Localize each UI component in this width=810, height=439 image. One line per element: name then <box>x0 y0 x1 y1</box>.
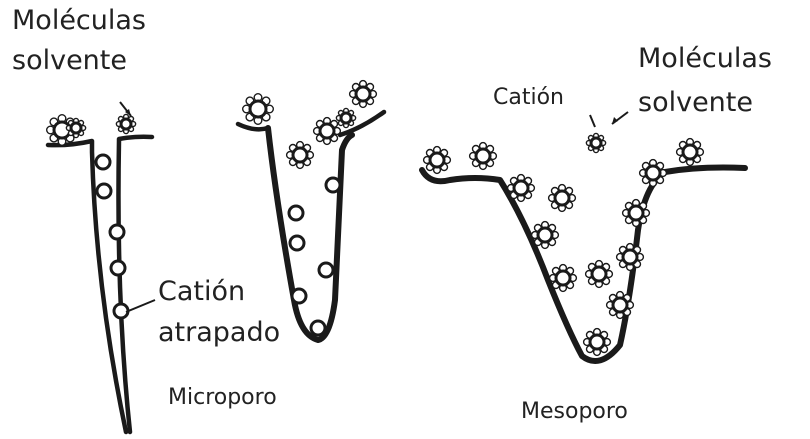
solvated-cation-4 <box>287 142 314 169</box>
cation-3 <box>110 225 124 239</box>
label-trapped-line2: atrapado <box>158 316 280 350</box>
micropore-v <box>238 112 384 340</box>
cation-7 <box>289 206 303 220</box>
solvated-cation-8 <box>424 147 451 174</box>
cation-1 <box>96 155 110 169</box>
solvated-cation-10 <box>508 175 535 202</box>
solvated-cation-5 <box>314 118 341 145</box>
label-trapped-line1: Catión <box>158 275 245 309</box>
cation-11 <box>311 321 325 335</box>
solvated-cation-19 <box>607 292 634 319</box>
cation-core <box>341 113 351 123</box>
ions-layer <box>47 81 704 356</box>
micropore-v-left-rim <box>238 124 268 129</box>
micropore-narrow <box>48 137 152 432</box>
solvated-cation-3 <box>243 94 274 125</box>
label-cation: Catión <box>493 84 564 112</box>
cation-core <box>71 123 81 133</box>
solvated-cation-22 <box>66 118 85 137</box>
cation-core <box>590 335 604 349</box>
label-micropore: Microporo <box>168 384 277 412</box>
solvated-cation-15 <box>623 200 650 227</box>
cation-8 <box>290 236 304 250</box>
mesopore-wall <box>422 168 745 362</box>
solvated-cation-9 <box>470 143 497 170</box>
solvated-cation-7 <box>586 133 605 152</box>
label-solvent-left-line1: Moléculas <box>12 4 146 38</box>
cation-core <box>250 101 266 117</box>
solvated-cation-2 <box>116 114 135 133</box>
label-solvent-right-line1: Moléculas <box>638 42 772 76</box>
label-solvent-right-line2: solvente <box>638 86 753 120</box>
micropore-narrow-left-wall <box>48 141 126 432</box>
cation-core <box>555 191 569 205</box>
cation-core <box>356 87 370 101</box>
solvated-cation-12 <box>532 222 559 249</box>
solvated-cation-17 <box>550 265 577 292</box>
mesopore <box>422 168 745 362</box>
solvated-cation-21 <box>336 108 355 127</box>
cation-core <box>476 149 490 163</box>
micropore-narrow-right-rim <box>119 137 152 139</box>
cation-core <box>556 271 570 285</box>
cation-core <box>538 228 552 242</box>
cation-9 <box>319 263 333 277</box>
cation-core <box>514 181 528 195</box>
cation-core <box>646 166 660 180</box>
solvated-cation-11 <box>549 185 576 212</box>
cation-2 <box>97 184 111 198</box>
cation-core <box>591 138 601 148</box>
label-mesopore: Mesoporo <box>521 398 628 426</box>
cation-core <box>629 206 643 220</box>
solvated-cation-16 <box>617 244 644 271</box>
arrow-cation <box>590 115 595 127</box>
label-solvent-left-line2: solvente <box>12 44 127 78</box>
solvated-cation-20 <box>584 329 611 356</box>
cation-core <box>121 119 131 129</box>
arrow-trapped-cation <box>126 300 155 312</box>
cation-core <box>592 267 606 281</box>
solvated-cation-13 <box>640 160 667 187</box>
cation-core <box>320 124 334 138</box>
cation-core <box>430 153 444 167</box>
cation-10 <box>292 289 306 303</box>
cation-core <box>683 145 697 159</box>
cation-6 <box>326 178 340 192</box>
cation-core <box>613 298 627 312</box>
micropore-narrow-right-wall <box>118 140 130 432</box>
solvated-cation-6 <box>350 81 377 108</box>
cation-4 <box>111 261 125 275</box>
cation-core <box>293 148 307 162</box>
solvated-cation-14 <box>677 139 704 166</box>
solvated-cation-18 <box>586 261 613 288</box>
cation-core <box>623 250 637 264</box>
